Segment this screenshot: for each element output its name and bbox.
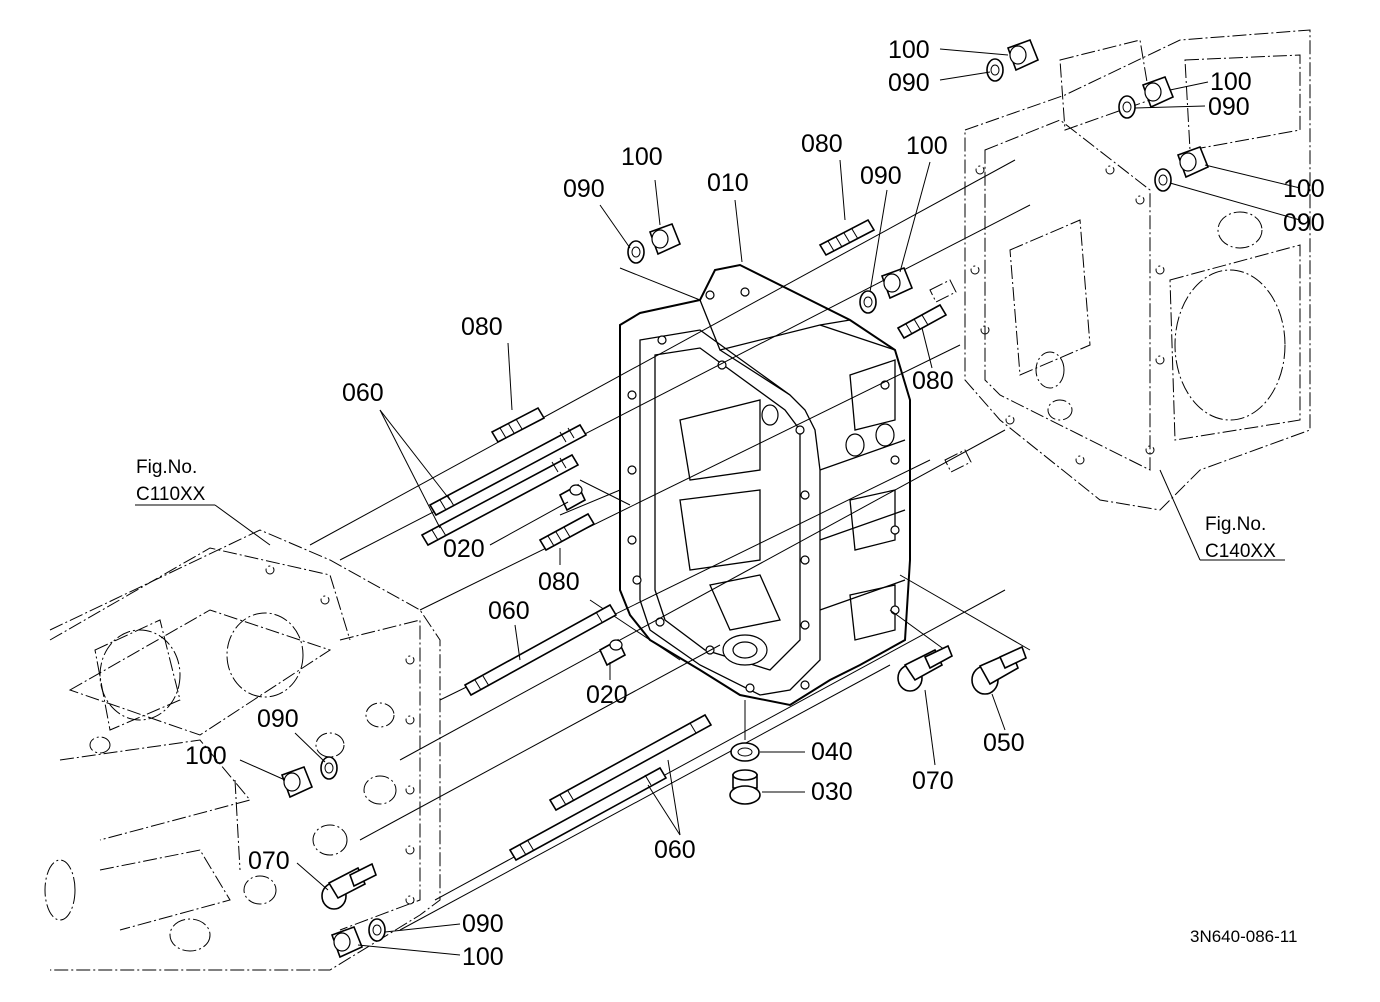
- ref-fig-right-line2: C140XX: [1205, 541, 1276, 562]
- label-020: 020: [586, 681, 628, 709]
- label-100: 100: [185, 742, 227, 770]
- label-040: 040: [811, 738, 853, 766]
- label-080: 080: [801, 130, 843, 158]
- label-090: 090: [860, 162, 902, 190]
- label-060: 060: [654, 836, 696, 864]
- label-050: 050: [983, 729, 1025, 757]
- figure-references: Fig.No. C110XX Fig.No. C140XX: [136, 457, 1276, 562]
- nuts-100: [280, 38, 1210, 959]
- label-080: 080: [538, 568, 580, 596]
- label-010: 010: [707, 169, 749, 197]
- label-080: 080: [461, 313, 503, 341]
- leader-lines: [239, 48, 1301, 956]
- label-090: 090: [462, 910, 504, 938]
- label-090: 090: [1208, 93, 1250, 121]
- label-070: 070: [248, 847, 290, 875]
- washers-090: [320, 58, 1172, 942]
- left-housing-outline: [44, 529, 441, 971]
- label-030: 030: [811, 778, 853, 806]
- label-080: 080: [912, 367, 954, 395]
- label-100: 100: [462, 943, 504, 971]
- part-labels: 100 090 100 090 100 090 090 100 010 080 …: [185, 36, 1325, 971]
- studs: [420, 218, 948, 862]
- label-100: 100: [1283, 175, 1325, 203]
- right-housing-outline: [964, 29, 1311, 511]
- pins-020: [558, 279, 972, 667]
- label-100: 100: [906, 132, 948, 160]
- bolts: [321, 644, 1028, 910]
- label-020: 020: [443, 535, 485, 563]
- center-housing-010: [619, 263, 911, 707]
- ref-fig-right-line1: Fig.No.: [1205, 514, 1266, 535]
- label-060: 060: [342, 379, 384, 407]
- label-090: 090: [888, 69, 930, 97]
- figure-code: 3N640-086-11: [1190, 927, 1297, 946]
- label-100: 100: [888, 36, 930, 64]
- label-090: 090: [1283, 209, 1325, 237]
- label-100: 100: [1210, 68, 1252, 96]
- label-070: 070: [912, 767, 954, 795]
- label-090: 090: [257, 705, 299, 733]
- ref-fig-left-line1: Fig.No.: [136, 457, 197, 478]
- ref-fig-left-line2: C110XX: [136, 484, 206, 505]
- label-060: 060: [488, 597, 530, 625]
- label-100: 100: [621, 143, 663, 171]
- label-090: 090: [563, 175, 605, 203]
